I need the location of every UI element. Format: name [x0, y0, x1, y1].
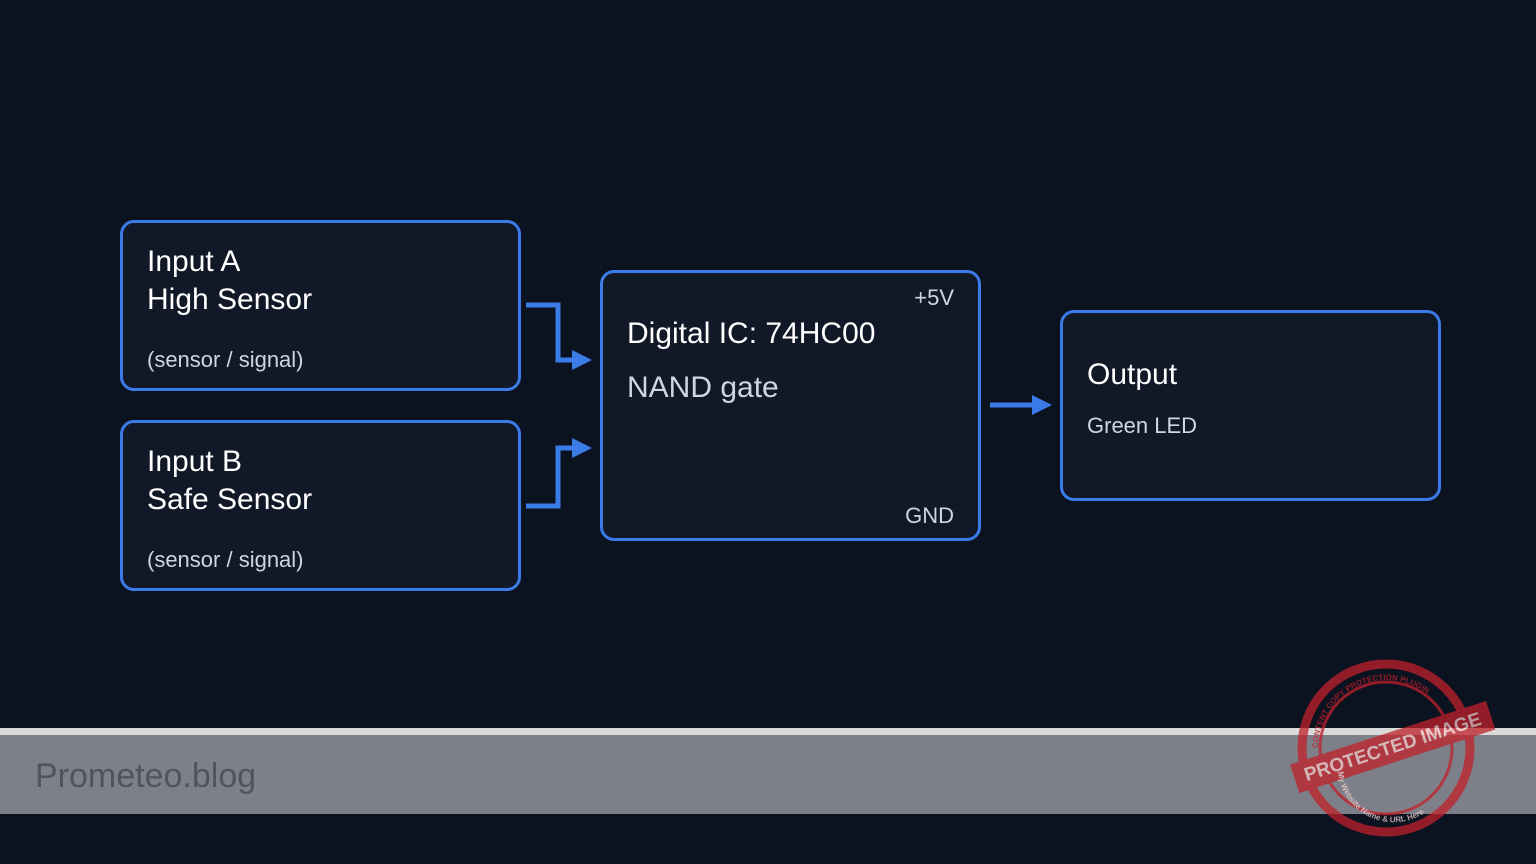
svg-text:My Website Name & URL Here: My Website Name & URL Here: [1336, 771, 1426, 824]
connector-b-to-ic: [526, 445, 576, 509]
arrowhead-a: [572, 350, 592, 370]
footer-brand: Prometeo.blog: [35, 757, 257, 795]
input-b-caption: (sensor / signal): [147, 547, 304, 572]
input-b-title: Input B: [147, 445, 243, 478]
protected-image-stamp: CONTENT COPY PROTECTION PLUGIN PROTECTED…: [1290, 659, 1496, 837]
input-b-sensor-name: Safe Sensor: [147, 483, 313, 516]
ic-ground-label: GND: [905, 503, 954, 528]
ic-function: NAND gate: [627, 371, 779, 404]
footer-bar: [0, 735, 1536, 814]
footer-divider: [0, 728, 1536, 735]
stamp-main-text: PROTECTED IMAGE: [1302, 709, 1484, 786]
connector-a-to-ic: [526, 302, 576, 363]
arrowhead-b: [572, 438, 592, 458]
ic-power-label: +5V: [914, 285, 954, 310]
ic-title: Digital IC: 74HC00: [627, 317, 876, 350]
stamp-bottom-text: My Website Name & URL Here: [1336, 771, 1426, 824]
input-a-box: Input A High Sensor (sensor / signal): [120, 220, 521, 391]
input-b-box: Input B Safe Sensor (sensor / signal): [120, 420, 521, 591]
output-box: Output Green LED: [1060, 310, 1441, 501]
output-device: Green LED: [1087, 413, 1198, 438]
output-title: Output: [1087, 358, 1178, 391]
input-a-sensor-name: High Sensor: [147, 283, 313, 316]
arrowhead-output: [1032, 395, 1052, 415]
input-a-caption: (sensor / signal): [147, 347, 304, 372]
input-a-title: Input A: [147, 245, 241, 278]
ic-box: +5V Digital IC: 74HC00 NAND gate GND: [600, 270, 981, 541]
